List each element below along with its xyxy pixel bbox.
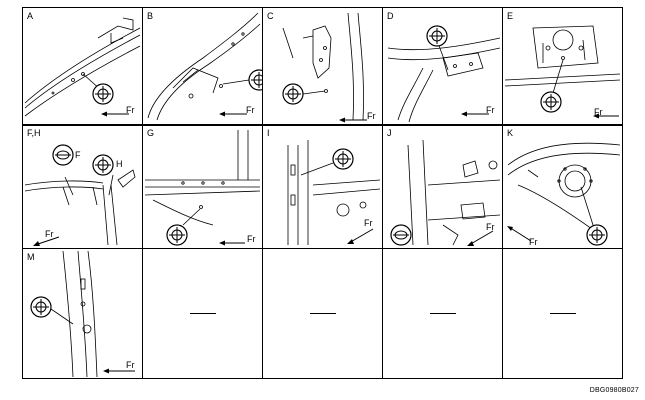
panel-a-drawing <box>24 17 141 117</box>
blank-dash <box>550 313 576 314</box>
front-label: Fr <box>247 234 256 244</box>
fastener-symbol-icon <box>540 91 562 113</box>
panel-m-drawing <box>30 250 135 378</box>
grid-line-v2 <box>262 8 263 378</box>
panel-label: C <box>267 11 274 21</box>
fastener-symbol-icon <box>390 224 412 246</box>
panel-label: B <box>147 11 154 21</box>
blank-dash <box>430 313 456 314</box>
panel-a: A Fr <box>23 8 142 124</box>
front-label: Fr <box>486 222 495 232</box>
panel-d: D Fr <box>383 8 502 124</box>
panel-label: A <box>27 11 34 21</box>
panel-fh-drawing <box>24 144 136 246</box>
panel-e-drawing <box>504 25 621 119</box>
grid-line-h1 <box>23 124 622 126</box>
panel-j: J Fr <box>383 125 502 248</box>
front-label: Fr <box>126 360 135 370</box>
front-label: Fr <box>246 105 255 115</box>
panel-i-drawing <box>287 140 381 245</box>
panel-label: G <box>147 128 155 138</box>
front-label: Fr <box>126 105 135 115</box>
panel-label: M <box>27 252 35 262</box>
panel-e: E Fr <box>503 8 622 124</box>
front-arrow-icon <box>461 111 489 117</box>
front-arrow-icon <box>219 111 247 117</box>
panel-grid: A Fr B Fr C <box>22 7 623 379</box>
panel-c: C Fr <box>263 8 382 124</box>
panel-label: K <box>507 128 514 138</box>
fastener-symbol-icon <box>166 224 188 246</box>
callout-h: H <box>116 159 123 169</box>
panel-label: F,H <box>27 128 41 138</box>
front-arrow-icon <box>101 111 129 117</box>
front-label: Fr <box>594 107 603 117</box>
front-arrow-icon <box>33 236 60 246</box>
grid-line-v3 <box>382 8 383 378</box>
fastener-symbol-icon <box>332 148 354 170</box>
panel-fh: F,H F H Fr <box>23 125 142 248</box>
blank-dash <box>190 313 216 314</box>
figure-code: DBG0980B027 <box>589 387 639 394</box>
panel-c-drawing <box>282 12 367 123</box>
panel-j-drawing <box>390 139 501 246</box>
fastener-symbol-icon <box>30 296 52 318</box>
grid-line-h2 <box>23 248 622 249</box>
fastener-symbol-icon <box>52 144 74 166</box>
panel-empty-4 <box>503 249 622 378</box>
panel-k-drawing <box>507 142 621 246</box>
panel-empty-2 <box>263 249 382 378</box>
front-arrow-icon <box>219 240 245 246</box>
panel-empty-3 <box>383 249 502 378</box>
callout-f: F <box>75 150 81 160</box>
panel-label: J <box>387 128 392 138</box>
panel-empty-1 <box>143 249 262 378</box>
panel-g-drawing <box>144 130 261 246</box>
front-arrow-icon <box>507 226 532 242</box>
grid-line-v1 <box>142 8 143 378</box>
fastener-symbol-icon <box>92 154 114 176</box>
front-label: Fr <box>486 105 495 115</box>
fastener-symbol-icon <box>92 83 114 105</box>
panel-label: D <box>387 11 394 21</box>
fastener-symbol-icon <box>282 83 304 105</box>
fastener-symbol-icon <box>426 25 448 47</box>
grid-line-v4 <box>502 8 503 378</box>
fastener-symbol-icon <box>248 69 262 91</box>
panel-b: B Fr <box>143 8 262 124</box>
front-label: Fr <box>45 229 54 239</box>
front-label: Fr <box>364 218 373 228</box>
panel-k: K Fr <box>503 125 622 248</box>
panel-label: I <box>267 128 270 138</box>
panel-d-drawing <box>387 25 501 123</box>
front-arrow-icon <box>103 368 135 374</box>
front-label: Fr <box>529 237 538 247</box>
panel-b-drawing <box>147 12 262 121</box>
panel-g: G Fr <box>143 125 262 248</box>
fastener-symbol-icon <box>586 224 608 246</box>
front-arrow-icon <box>593 113 619 119</box>
front-arrow-icon <box>347 228 374 244</box>
panel-i: I Fr <box>263 125 382 248</box>
panel-m: M Fr <box>23 249 142 378</box>
front-label: Fr <box>367 111 376 121</box>
front-arrow-icon <box>339 117 367 123</box>
blank-dash <box>310 313 336 314</box>
panel-label: E <box>507 11 514 21</box>
front-arrow-icon <box>467 230 494 246</box>
